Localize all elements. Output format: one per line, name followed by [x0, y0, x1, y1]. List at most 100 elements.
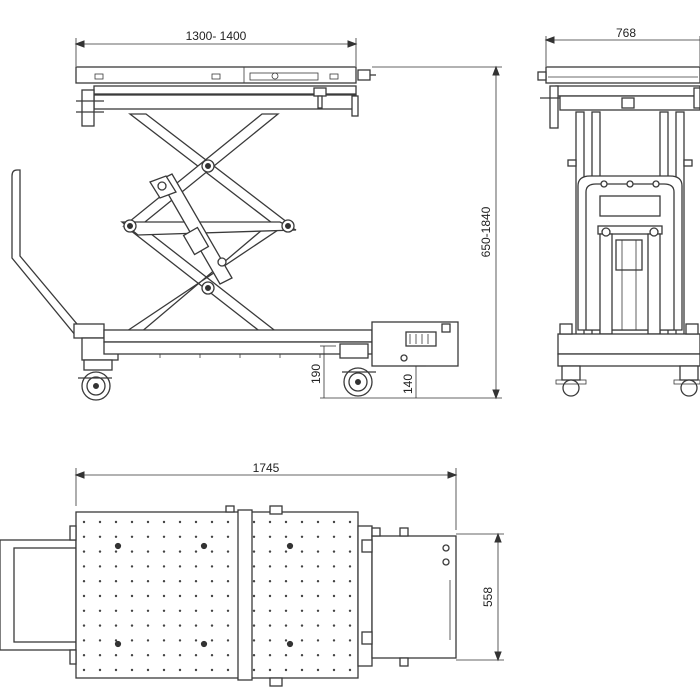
- platform-hole: [178, 624, 182, 627]
- platform-hole: [348, 580, 352, 583]
- platform-hole: [332, 668, 336, 672]
- platform-hole: [316, 594, 320, 598]
- platform-hole: [284, 624, 288, 627]
- platform-hole: [226, 594, 230, 598]
- platform-hole: [316, 550, 320, 553]
- platform-hole: [162, 624, 166, 627]
- platform-hole: [210, 668, 214, 672]
- mount-hole: [200, 542, 208, 550]
- platform-hole: [162, 668, 166, 672]
- platform-hole: [146, 565, 150, 568]
- mount-hole: [286, 640, 294, 648]
- platform-hole: [178, 565, 182, 568]
- dim-label-total-length: 1745: [253, 461, 280, 475]
- platform-hole: [348, 565, 352, 568]
- dimension-height: [320, 65, 502, 400]
- platform-hole: [332, 624, 336, 627]
- platform-hole: [194, 520, 198, 524]
- platform-hole: [82, 535, 86, 538]
- platform-hole: [268, 668, 272, 672]
- platform-hole: [194, 639, 198, 642]
- platform-hole: [210, 624, 214, 627]
- base-beam: [103, 329, 373, 343]
- platform-hole: [252, 668, 256, 672]
- platform-hole: [332, 609, 336, 612]
- platform-hole: [226, 550, 230, 553]
- platform-hole: [268, 624, 272, 627]
- dimension-box-height: [408, 365, 426, 398]
- platform-hole: [210, 535, 214, 538]
- dimension-top-width: [74, 38, 358, 66]
- platform-hole: [98, 580, 102, 583]
- platform-hole: [98, 668, 102, 672]
- platform-hole: [226, 565, 230, 568]
- platform-hole: [316, 580, 320, 583]
- platform-hole: [226, 520, 230, 524]
- platform-hole: [284, 668, 288, 672]
- platform-hole: [316, 565, 320, 568]
- platform-hole: [268, 550, 272, 553]
- platform-hole: [332, 565, 336, 568]
- platform-hole: [98, 594, 102, 598]
- platform-hole: [98, 535, 102, 538]
- platform-hole: [252, 520, 256, 524]
- platform-hole: [82, 639, 86, 642]
- platform-hole: [210, 639, 214, 642]
- rear-wheel: [339, 343, 376, 397]
- platform-hole: [226, 624, 230, 627]
- platform-hole: [130, 565, 134, 568]
- platform-hole: [194, 550, 198, 553]
- dim-label-side-width: 768: [616, 26, 636, 40]
- platform-hole: [178, 550, 182, 553]
- platform-hole: [194, 580, 198, 583]
- platform-hole: [146, 609, 150, 612]
- dimension-side-width: [544, 36, 700, 66]
- platform-hole: [226, 535, 230, 538]
- platform-hole: [332, 654, 336, 657]
- platform-hole: [82, 624, 86, 627]
- platform-hole: [98, 609, 102, 612]
- platform-hole: [130, 580, 134, 583]
- platform-hole: [98, 520, 102, 524]
- platform-hole: [130, 520, 134, 524]
- front-view: 768: [537, 26, 700, 397]
- platform-hole: [210, 609, 214, 612]
- platform-hole: [146, 520, 150, 524]
- platform-hole: [82, 594, 86, 598]
- platform-hole: [114, 520, 118, 524]
- platform-hole: [194, 594, 198, 598]
- platform-hole: [130, 654, 134, 657]
- platform-hole: [146, 594, 150, 598]
- platform-hole: [348, 668, 352, 672]
- platform-hole: [162, 565, 166, 568]
- platform-hole: [194, 654, 198, 657]
- platform-hole: [268, 520, 272, 524]
- handle: [11, 169, 83, 337]
- platform-hole: [178, 668, 182, 672]
- platform-hole: [284, 594, 288, 598]
- platform-hole: [146, 624, 150, 627]
- platform-hole: [316, 520, 320, 524]
- platform-hole: [300, 565, 304, 568]
- platform-hole: [268, 594, 272, 598]
- table-top: [75, 66, 357, 84]
- platform-hole: [130, 535, 134, 538]
- platform-hole: [284, 535, 288, 538]
- platform-hole: [114, 550, 118, 553]
- platform-hole: [226, 609, 230, 612]
- platform-hole: [300, 668, 304, 672]
- platform-hole: [194, 565, 198, 568]
- platform-hole: [332, 594, 336, 598]
- platform-hole: [268, 609, 272, 612]
- platform-hole: [98, 654, 102, 657]
- platform-hole: [300, 535, 304, 538]
- platform-hole: [252, 565, 256, 568]
- platform-hole: [178, 609, 182, 612]
- dimension-wheel-height: [320, 345, 336, 398]
- top-pump-box: [371, 535, 457, 659]
- platform-hole: [268, 639, 272, 642]
- platform-hole: [332, 580, 336, 583]
- platform-hole: [82, 520, 86, 524]
- platform-hole: [300, 654, 304, 657]
